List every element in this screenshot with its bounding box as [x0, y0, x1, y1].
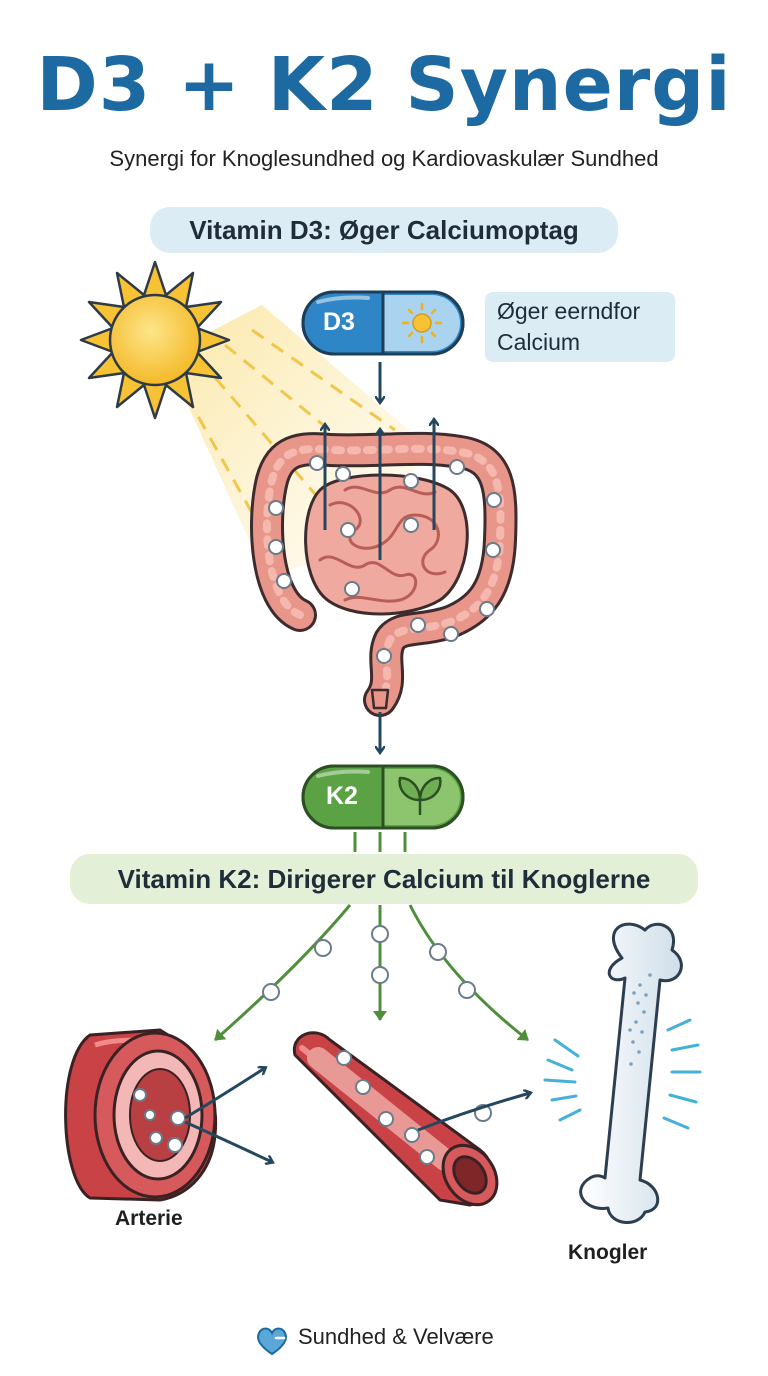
- bone-glow: [543, 1018, 702, 1130]
- artery-label: Arterie: [115, 1207, 183, 1230]
- calcium-particles-artery: [133, 1088, 186, 1153]
- d3-note-line2: Calcium: [497, 329, 581, 355]
- bones-label: Knogler: [568, 1241, 648, 1264]
- distribution-arrows: [214, 832, 529, 1042]
- k2-capsule-label: K2: [326, 782, 358, 810]
- k2-heading: Vitamin K2: Dirigerer Calcium til Knogle…: [70, 854, 698, 904]
- bone-icon: [579, 922, 683, 1224]
- d3-note-line1: Øger eerndfor: [497, 298, 641, 324]
- artery-illustration: [64, 1028, 218, 1202]
- arrow-vessel-to-bone: [417, 1093, 530, 1132]
- heart-icon: [257, 1327, 287, 1356]
- sun-icon: [79, 260, 231, 420]
- absorption-arrows: [325, 420, 434, 560]
- page-title: D3 + K2 Synergi: [36, 42, 732, 128]
- calcium-particles-intestine: [268, 455, 502, 664]
- d3-note: Øger eerndfor Calcium: [485, 292, 675, 362]
- calcium-particles-vessel: [336, 1050, 492, 1165]
- d3-heading: Vitamin D3: Øger Calciumoptag: [150, 207, 618, 253]
- footer: Sundhed & Velvære: [256, 1324, 494, 1350]
- page-subtitle: Synergi for Knoglesundhed og Kardiovasku…: [109, 146, 659, 171]
- small-sun-icon: [401, 302, 443, 344]
- artery-deflect-arrows: [184, 1068, 272, 1162]
- blood-vessel-illustration: [292, 1031, 499, 1207]
- leaf-icon: [398, 776, 442, 815]
- calcium-particles-distribution: [262, 925, 476, 1001]
- footer-brand: Sundhed & Velvære: [298, 1324, 494, 1349]
- d3-capsule-label: D3: [323, 308, 355, 336]
- intestine-illustration: [250, 431, 518, 717]
